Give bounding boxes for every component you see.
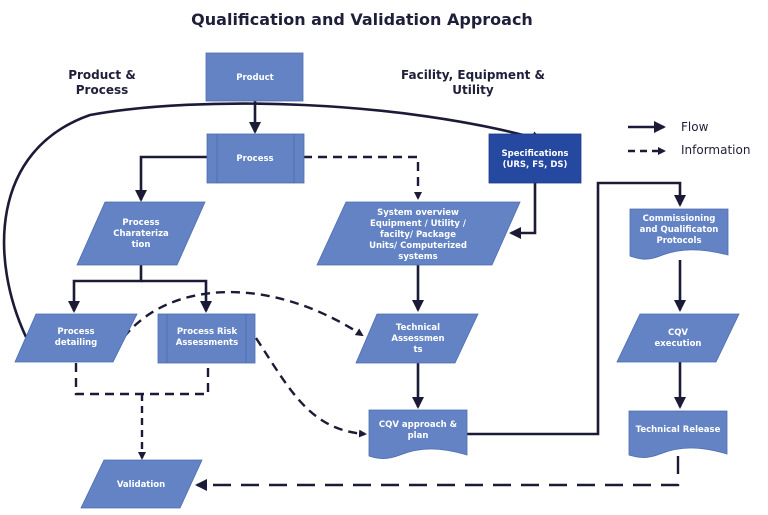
node-validation[interactable]: Validation — [80, 459, 203, 509]
node-product-label: Product — [236, 73, 274, 83]
node-system-overview-line1: System overview — [377, 208, 459, 218]
node-process[interactable]: Process — [206, 133, 305, 184]
node-process-detailing[interactable]: Process detailing — [14, 313, 138, 363]
node-process-risk-assessments[interactable]: Process Risk Assessments — [157, 313, 256, 364]
node-commissioning-line2: and Qualificaton — [640, 225, 719, 235]
node-cqv-execution[interactable]: CQV execution — [616, 313, 740, 363]
node-system-overview-line3: facilty/ Package — [380, 230, 456, 240]
node-technical-assessments-line1: Technical — [396, 323, 440, 333]
section-heading-product-process-line2: Process — [76, 83, 129, 97]
connector-characterization-risk — [141, 279, 212, 313]
connector-process-characterization — [135, 155, 208, 202]
node-technical-assessments-line2: Assessmen — [391, 334, 444, 344]
node-process-characterization-line2: Charateriza — [113, 229, 169, 239]
node-product[interactable]: Product — [205, 52, 304, 102]
node-cqv-approach-plan[interactable]: CQV approach & plan — [368, 409, 468, 459]
node-cqv-execution-line1: CQV — [668, 328, 688, 338]
node-technical-assessments[interactable]: Technical Assessmen ts — [355, 313, 479, 364]
node-system-overview-line4: Units/ Computerized — [369, 241, 467, 251]
node-cqv-approach-line2: plan — [408, 431, 429, 441]
node-specifications-line1: Specifications — [502, 149, 569, 159]
node-specifications[interactable]: Specifications (URS, FS, DS) — [488, 133, 582, 184]
connector-detailing-risk-merge — [74, 363, 210, 396]
connector-risk-cqvapproach — [254, 337, 367, 438]
node-process-risk-line2: Assessments — [176, 338, 238, 348]
node-process-characterization[interactable]: Process Charateriza tion — [76, 201, 206, 266]
node-validation-label: Validation — [117, 480, 165, 490]
legend-flow-label: Flow — [681, 120, 709, 134]
node-commissioning-line1: Commissioning — [643, 214, 716, 224]
node-technical-release[interactable]: Technical Release — [628, 410, 728, 458]
node-system-overview-line2: Equipment / Utility / — [370, 219, 467, 229]
node-process-detailing-line1: Process — [57, 327, 94, 337]
diagram-title: Qualification and Validation Approach — [191, 10, 533, 29]
connector-release-validation — [195, 456, 680, 491]
node-process-risk-line1: Process Risk — [177, 327, 238, 337]
connector-detailing-specifications — [2, 102, 544, 338]
node-cqv-execution-line2: execution — [655, 339, 702, 349]
section-heading-facility-line1: Facility, Equipment & — [401, 68, 545, 82]
node-specifications-line2: (URS, FS, DS) — [503, 160, 568, 170]
node-process-characterization-line3: tion — [132, 240, 151, 250]
connector-specifications-systemoverview — [509, 183, 537, 239]
node-process-detailing-line2: detailing — [55, 338, 98, 348]
node-process-label: Process — [236, 154, 273, 164]
node-process-characterization-line1: Process — [122, 218, 159, 228]
connector-process-systemoverview — [303, 155, 422, 200]
node-system-overview-line5: systems — [398, 252, 437, 262]
connector-cqvapproach-commissioning — [467, 181, 686, 436]
node-technical-assessments-line3: ts — [413, 345, 422, 355]
node-technical-release-label: Technical Release — [636, 425, 721, 435]
node-commissioning-line3: Protocols — [656, 236, 701, 246]
legend-information-label: Information — [681, 143, 750, 157]
connector-characterization-detailing — [68, 265, 143, 313]
node-cqv-approach-line1: CQV approach & — [379, 420, 458, 430]
section-heading-product-process-line1: Product & — [68, 68, 136, 82]
section-heading-facility-line2: Utility — [452, 83, 494, 97]
node-commissioning-protocols[interactable]: Commissioning and Qualificaton Protocols — [629, 208, 729, 260]
legend: Flow Information — [628, 120, 750, 157]
node-system-overview[interactable]: System overview Equipment / Utility / fa… — [316, 201, 521, 266]
